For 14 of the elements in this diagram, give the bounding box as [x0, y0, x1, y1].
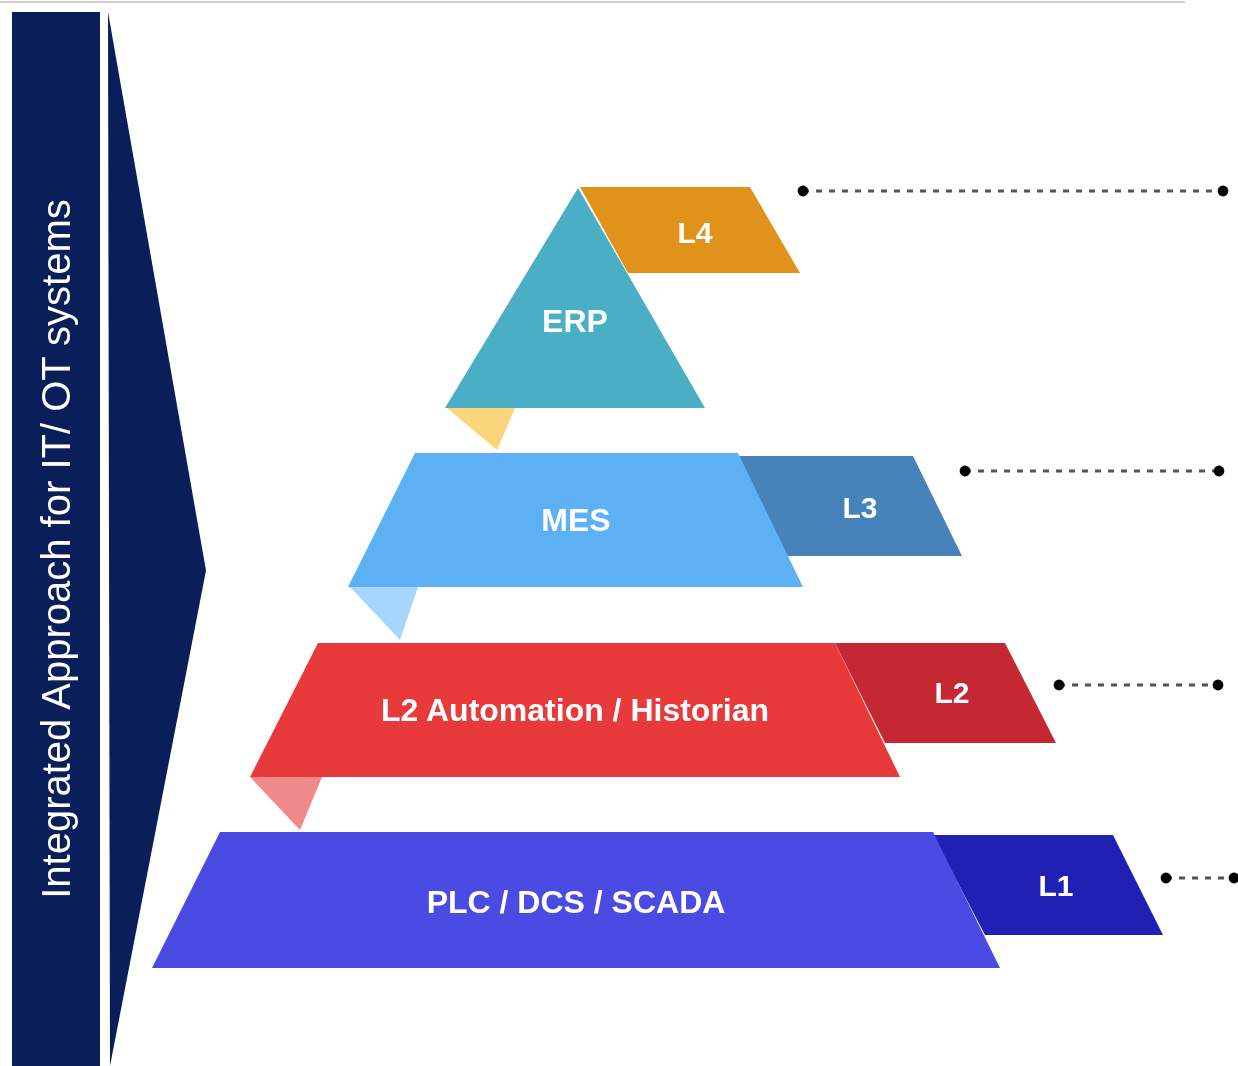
dashed-connector	[1053, 679, 1224, 691]
side-band	[12, 12, 100, 1066]
level-label: L4	[677, 218, 713, 248]
tier-label: ERP	[542, 305, 608, 337]
tier-label: L2 Automation / Historian	[380, 694, 770, 726]
dashed-connector	[797, 185, 1229, 197]
tier-label: MES	[541, 504, 611, 536]
dashed-connector	[959, 465, 1225, 477]
level-label: L2	[934, 678, 970, 708]
level-label: L1	[1038, 871, 1074, 901]
vertical-title: Integrated Approach for IT/ OT systems	[36, 199, 76, 899]
level-label: L3	[842, 493, 878, 523]
dashed-connector	[1160, 872, 1238, 884]
tier-label: PLC / DCS / SCADA	[426, 886, 726, 918]
